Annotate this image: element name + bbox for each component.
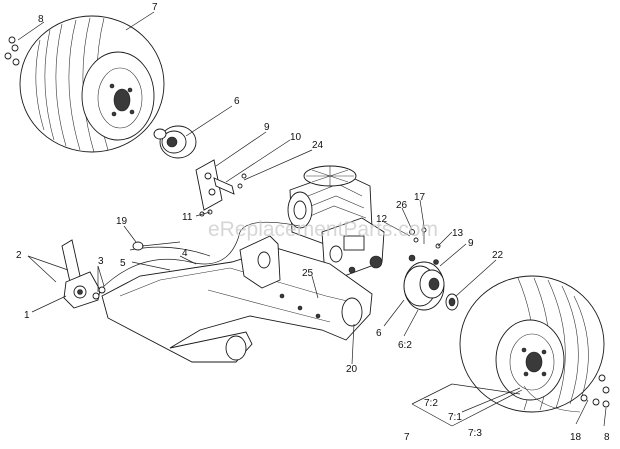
brake-bracket	[195, 159, 247, 217]
callout-11: 11	[182, 212, 193, 223]
callout-5: 5	[120, 258, 126, 269]
brake-cable	[99, 221, 301, 291]
callout-13: 13	[452, 228, 464, 239]
frame	[101, 235, 373, 363]
hub-right	[403, 254, 445, 311]
callout-6-2: 6:2	[398, 340, 412, 351]
callout-6-left: 6	[234, 96, 240, 107]
callout-7-1: 7:1	[448, 412, 462, 423]
callout-25: 25	[302, 268, 314, 279]
callout-12: 12	[376, 214, 388, 225]
callout-7-3: 7:3	[468, 428, 482, 439]
callout-9-left: 9	[264, 122, 270, 133]
callout-22: 22	[492, 250, 504, 261]
callout-8-left: 8	[38, 14, 44, 25]
callout-8-right: 8	[604, 432, 610, 443]
callout-18: 18	[570, 432, 582, 443]
callout-6-right: 6	[376, 328, 382, 339]
brake-lever	[61, 239, 106, 309]
lug-nuts-left	[4, 36, 20, 66]
watermark: eReplacementParts.com	[208, 218, 438, 241]
callout-7-left: 7	[152, 2, 158, 13]
tire-right	[459, 275, 605, 413]
callout-7-right: 7	[404, 432, 410, 443]
callout-20: 20	[346, 364, 358, 375]
callout-9-right: 9	[468, 238, 474, 249]
callout-17: 17	[414, 192, 426, 203]
bearing	[445, 293, 459, 311]
callout-24: 24	[312, 140, 324, 151]
callout-26: 26	[396, 200, 408, 211]
callout-19: 19	[116, 216, 128, 227]
tire-left	[19, 15, 165, 153]
callout-1: 1	[24, 310, 30, 321]
callout-7-2: 7:2	[424, 398, 438, 409]
callout-4: 4	[182, 248, 188, 259]
leader-lines	[17, 11, 607, 427]
callout-3: 3	[98, 256, 104, 267]
lug-nuts-right	[580, 374, 610, 408]
callout-2: 2	[16, 250, 22, 261]
hub-left	[153, 125, 197, 159]
callout-10: 10	[290, 132, 302, 143]
callout-labels: 8 7 6 9 10 24 11 19 2 3 5 4 1 25 26 17 1…	[16, 2, 610, 443]
